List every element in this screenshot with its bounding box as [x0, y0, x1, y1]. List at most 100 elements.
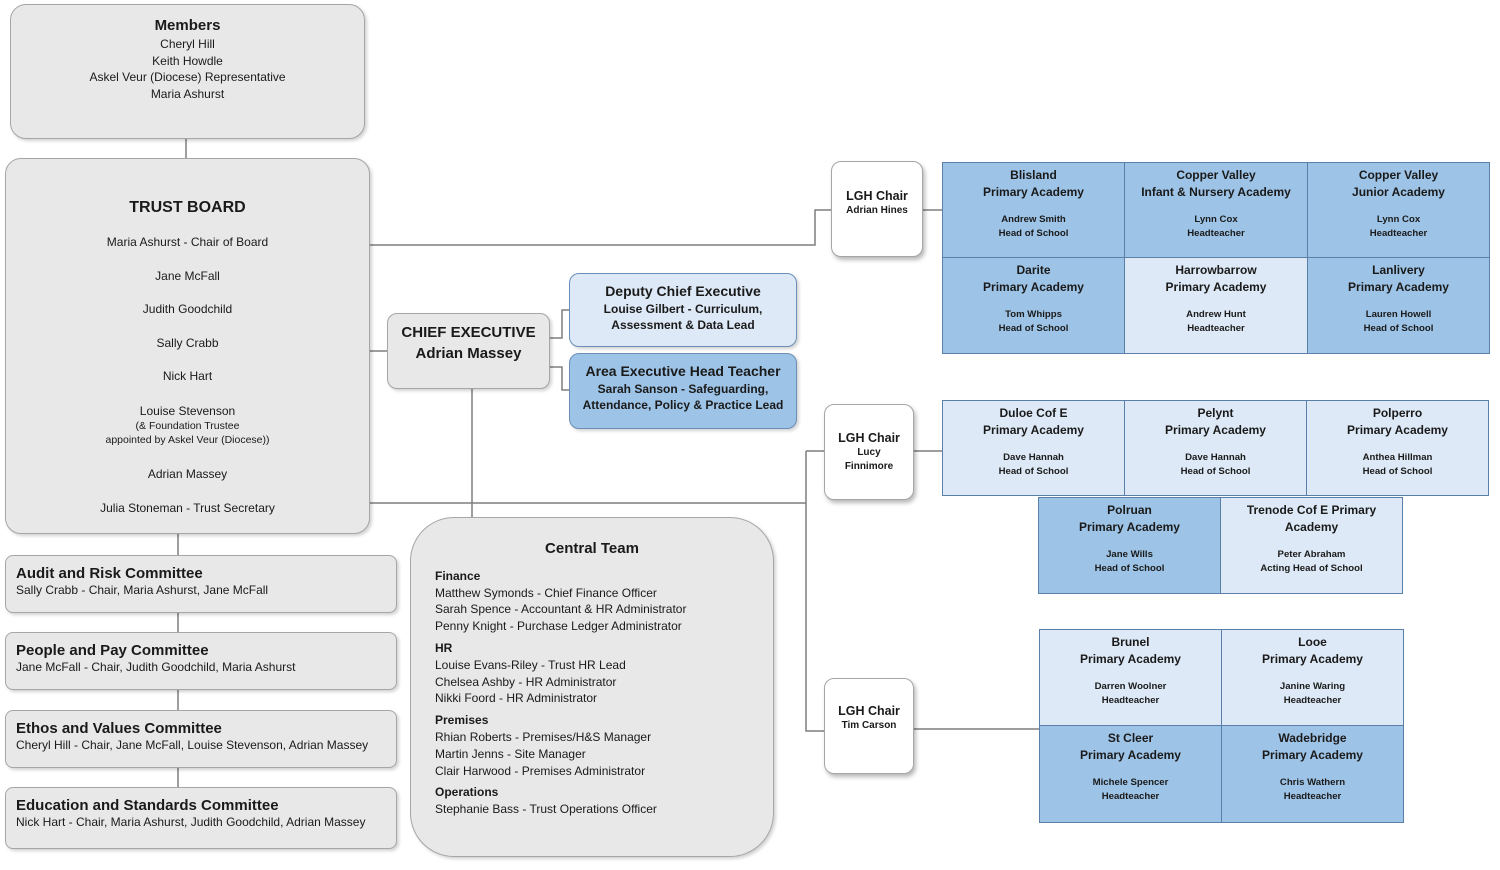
- trustee-name: Jane McFall: [155, 268, 220, 283]
- committee-title: Ethos and Values Committee: [16, 720, 222, 737]
- central-staff: Chelsea Ashby - HR Administrator: [435, 674, 617, 689]
- lgh-chair-box: LGH Chair Adrian Hines: [831, 161, 923, 257]
- school-name: Looe: [1298, 635, 1327, 649]
- school-name: Polperro: [1372, 406, 1423, 420]
- trustee-name: Nick Hart: [162, 369, 213, 383]
- central-section-title: Finance: [435, 568, 481, 583]
- school-name: Primary Academy: [1348, 280, 1449, 294]
- central-section-title: Operations: [435, 785, 499, 800]
- trustee-name: Judith Goodchild: [142, 302, 233, 316]
- school-name: Academy: [1284, 520, 1339, 534]
- school-name: Harrowbarrow: [1175, 263, 1257, 277]
- school-head: Michele Spencer: [1092, 777, 1169, 788]
- trustee-name: Adrian Massey: [147, 466, 228, 481]
- lgh-title: LGH Chair: [846, 189, 908, 203]
- deputy-title: Deputy Chief Executive: [605, 283, 761, 299]
- school-head: Janine Waring: [1279, 681, 1346, 692]
- school-name: Infant & Nursery Academy: [1141, 185, 1291, 199]
- area-head-line: Sarah Sanson - Safeguarding,: [597, 382, 769, 396]
- school-name: Trenode Cof E Primary: [1246, 503, 1377, 517]
- committee-education-standards: Education and Standards Committee Nick H…: [5, 787, 397, 849]
- lgh-chair-box: LGH Chair Tim Carson: [824, 678, 914, 774]
- central-team-title: Central Team: [545, 540, 639, 557]
- school-head-role: Head of School: [998, 466, 1069, 477]
- school-name: Copper Valley: [1176, 168, 1256, 182]
- school-head: Jane Wills: [1106, 549, 1153, 560]
- central-staff: Nikki Foord - HR Administrator: [435, 691, 598, 706]
- school-name: Primary Academy: [983, 280, 1084, 294]
- central-section-title: HR: [435, 640, 453, 655]
- school-head-role: Head of School: [1094, 563, 1165, 574]
- committee-title: Audit and Risk Committee: [16, 565, 203, 582]
- school-name: Junior Academy: [1352, 185, 1445, 199]
- lgh-title: LGH Chair: [838, 431, 900, 445]
- deputy-chief-executive-box: Deputy Chief Executive Louise Gilbert - …: [569, 273, 797, 347]
- committee-members: Cheryl Hill - Chair, Jane McFall, Louise…: [16, 738, 369, 752]
- school-head: Peter Abraham: [1277, 549, 1346, 560]
- central-section-title: Premises: [435, 713, 489, 728]
- members-title: Members: [154, 17, 221, 34]
- member-name: Askel Veur (Diocese) Representative: [89, 70, 286, 84]
- trustee-note: appointed by Askel Veur (Diocese)): [105, 434, 270, 446]
- school-name: Blisland: [1010, 168, 1057, 182]
- school-head: Lauren Howell: [1365, 309, 1432, 320]
- lgh-name: Adrian Hines: [846, 205, 908, 216]
- ceo-name: Adrian Massey: [415, 345, 522, 362]
- lgh-name: Tim Carson: [841, 720, 897, 731]
- school-head-role: Acting Head of School: [1260, 563, 1363, 574]
- trustee-name: Louise Stevenson: [139, 403, 236, 418]
- school-name: Primary Academy: [983, 185, 1084, 199]
- school-name: Primary Academy: [1079, 520, 1180, 534]
- school-name: Primary Academy: [1165, 280, 1267, 294]
- school-head-role: Headteacher: [1101, 791, 1160, 802]
- school-name: Primary Academy: [1262, 652, 1363, 666]
- committee-members: Jane McFall - Chair, Judith Goodchild, M…: [16, 660, 296, 674]
- trustee-note: (& Foundation Trustee: [135, 419, 240, 432]
- school-name: Primary Academy: [1262, 748, 1363, 762]
- school-head-role: Head of School: [998, 228, 1069, 239]
- committee-people-pay: People and Pay Committee Jane McFall - C…: [5, 632, 397, 690]
- school-head: Darren Woolner: [1094, 681, 1167, 692]
- school-head-role: Headteacher: [1187, 228, 1245, 239]
- school-name: Darite: [1016, 263, 1051, 277]
- central-staff: Penny Knight - Purchase Ledger Administr…: [435, 619, 682, 634]
- trust-board-box: TRUST BOARD Maria Ashurst - Chair of Boa…: [5, 158, 370, 534]
- central-staff: Clair Harwood - Premises Administrator: [435, 763, 646, 778]
- ceo-title: CHIEF EXECUTIVE: [401, 324, 536, 341]
- committee-members: Sally Crabb - Chair, Maria Ashurst, Jane…: [16, 583, 269, 597]
- central-staff: Louise Evans-Riley - Trust HR Lead: [435, 657, 626, 672]
- area-head-line: Attendance, Policy & Practice Lead: [582, 398, 784, 412]
- lgh-title: LGH Chair: [838, 704, 900, 718]
- area-executive-head-box: Area Executive Head Teacher Sarah Sanson…: [569, 353, 797, 429]
- committee-members: Nick Hart - Chair, Maria Ashurst, Judith…: [16, 815, 366, 829]
- school-name: Lanlivery: [1372, 263, 1425, 277]
- deputy-line: Assessment & Data Lead: [611, 318, 755, 332]
- member-name: Cheryl Hill: [160, 37, 215, 51]
- school-head: Lynn Cox: [1376, 214, 1421, 225]
- school-head: Dave Hannah: [1003, 452, 1064, 463]
- school-head-role: Headteacher: [1369, 228, 1428, 239]
- lgh-name: Lucy: [857, 447, 881, 458]
- school-name: Primary Academy: [1080, 652, 1181, 666]
- foundation-trustee: Louise Stevenson (& Foundation Trustee a…: [6, 403, 369, 467]
- committee-title: People and Pay Committee: [16, 642, 209, 659]
- central-team-box: Central Team Finance Matthew Symonds - C…: [410, 517, 774, 857]
- school-name: Primary Academy: [1080, 748, 1181, 762]
- school-name: Polruan: [1107, 503, 1152, 517]
- trustee-name: Julia Stoneman - Trust Secretary: [100, 500, 275, 515]
- member-name: Maria Ashurst: [150, 86, 225, 101]
- school-name: Duloe Cof E: [999, 406, 1068, 420]
- member-name: Keith Howdle: [152, 53, 223, 68]
